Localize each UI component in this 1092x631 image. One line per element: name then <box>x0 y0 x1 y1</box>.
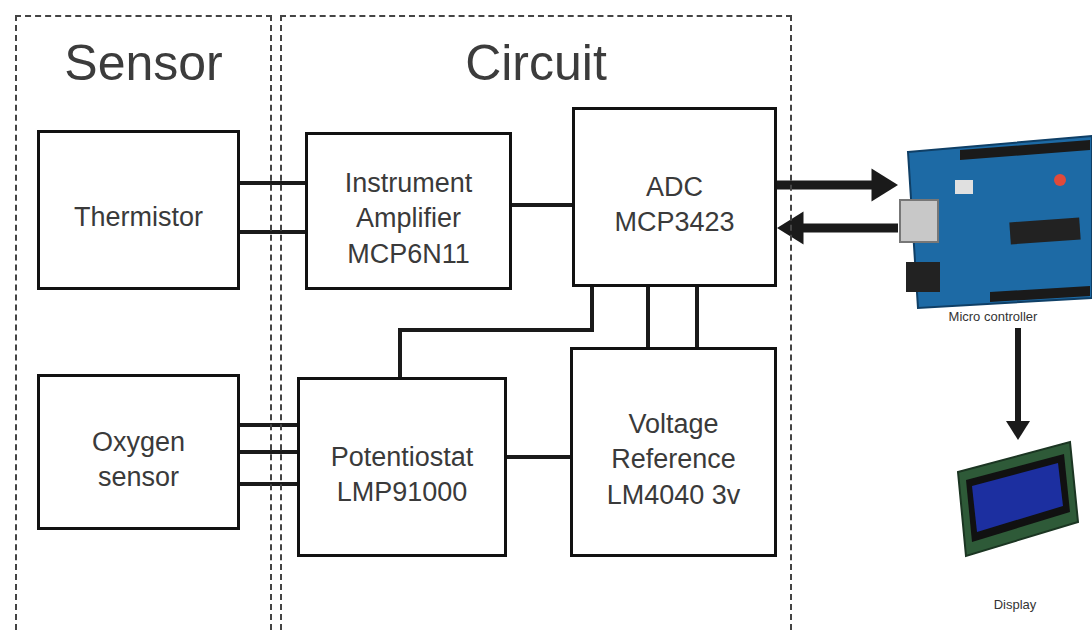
connector-line <box>240 230 305 234</box>
group-region: CircuitInstrument Amplifier MCP6N11 ADC M… <box>280 15 792 631</box>
connector-line <box>240 181 305 185</box>
power-jack <box>906 262 940 292</box>
header-strip <box>960 140 1090 160</box>
signal-wire <box>648 287 649 347</box>
sensor-box: Oxygen sensor <box>37 374 240 530</box>
region-title: Circuit <box>282 33 790 93</box>
device-picture: Micro controller <box>898 140 1088 328</box>
signal-wire <box>400 287 592 377</box>
circuit-box: Voltage Reference LM4040 3v <box>570 347 777 557</box>
chip <box>1009 218 1080 245</box>
connector-line <box>512 203 572 207</box>
arrow-head <box>1006 421 1030 440</box>
circuit-box: Instrument Amplifier MCP6N11 <box>305 132 512 290</box>
display-pcb <box>958 442 1078 556</box>
circuit-box: ADC MCP3423 <box>572 107 777 287</box>
device-picture: Display <box>950 440 1080 616</box>
arduino-board <box>900 136 1092 308</box>
signal-wire <box>240 484 297 485</box>
box-label: Thermistor <box>64 200 214 235</box>
display-bezel <box>966 454 1070 542</box>
box-label: Oxygen sensor <box>69 425 209 495</box>
usb-connector <box>900 200 938 242</box>
signal-wire <box>697 287 698 347</box>
connector-line <box>646 287 650 347</box>
connector-line <box>802 224 899 233</box>
display-screen <box>972 463 1063 532</box>
led <box>1054 174 1066 186</box>
picture-caption: Display <box>994 597 1037 616</box>
connector-line <box>240 450 297 454</box>
connector-line <box>1015 328 1021 423</box>
box-label: Instrument Amplifier MCP6N11 <box>319 166 499 271</box>
data-arrow <box>1006 328 1030 440</box>
connector-line <box>400 287 592 377</box>
connector-line <box>240 423 297 427</box>
box-label: Potentiostat LMP91000 <box>307 440 497 510</box>
signal-wire <box>240 452 297 453</box>
connector-line <box>695 287 699 347</box>
box-label: ADC MCP3423 <box>605 170 745 240</box>
signal-wire <box>507 457 570 458</box>
signal-wire <box>240 183 305 184</box>
data-arrow <box>777 212 898 245</box>
lcd-display <box>958 442 1078 556</box>
sensor-box: Thermistor <box>37 130 240 290</box>
signal-wire <box>240 232 305 233</box>
arrow-head <box>872 169 899 202</box>
box-label: Voltage Reference LM4040 3v <box>579 407 769 512</box>
connector-line <box>507 455 570 459</box>
region-title: Sensor <box>17 33 270 93</box>
data-arrow <box>777 169 898 202</box>
signal-wire <box>512 205 572 206</box>
group-region: SensorThermistorOxygen sensor <box>15 15 272 631</box>
header-strip <box>990 286 1090 302</box>
signal-wire <box>240 425 297 426</box>
picture-caption: Micro controller <box>949 309 1038 328</box>
circuit-box: Potentiostat LMP91000 <box>297 377 507 557</box>
connector-line <box>240 482 297 486</box>
crystal <box>955 180 973 194</box>
